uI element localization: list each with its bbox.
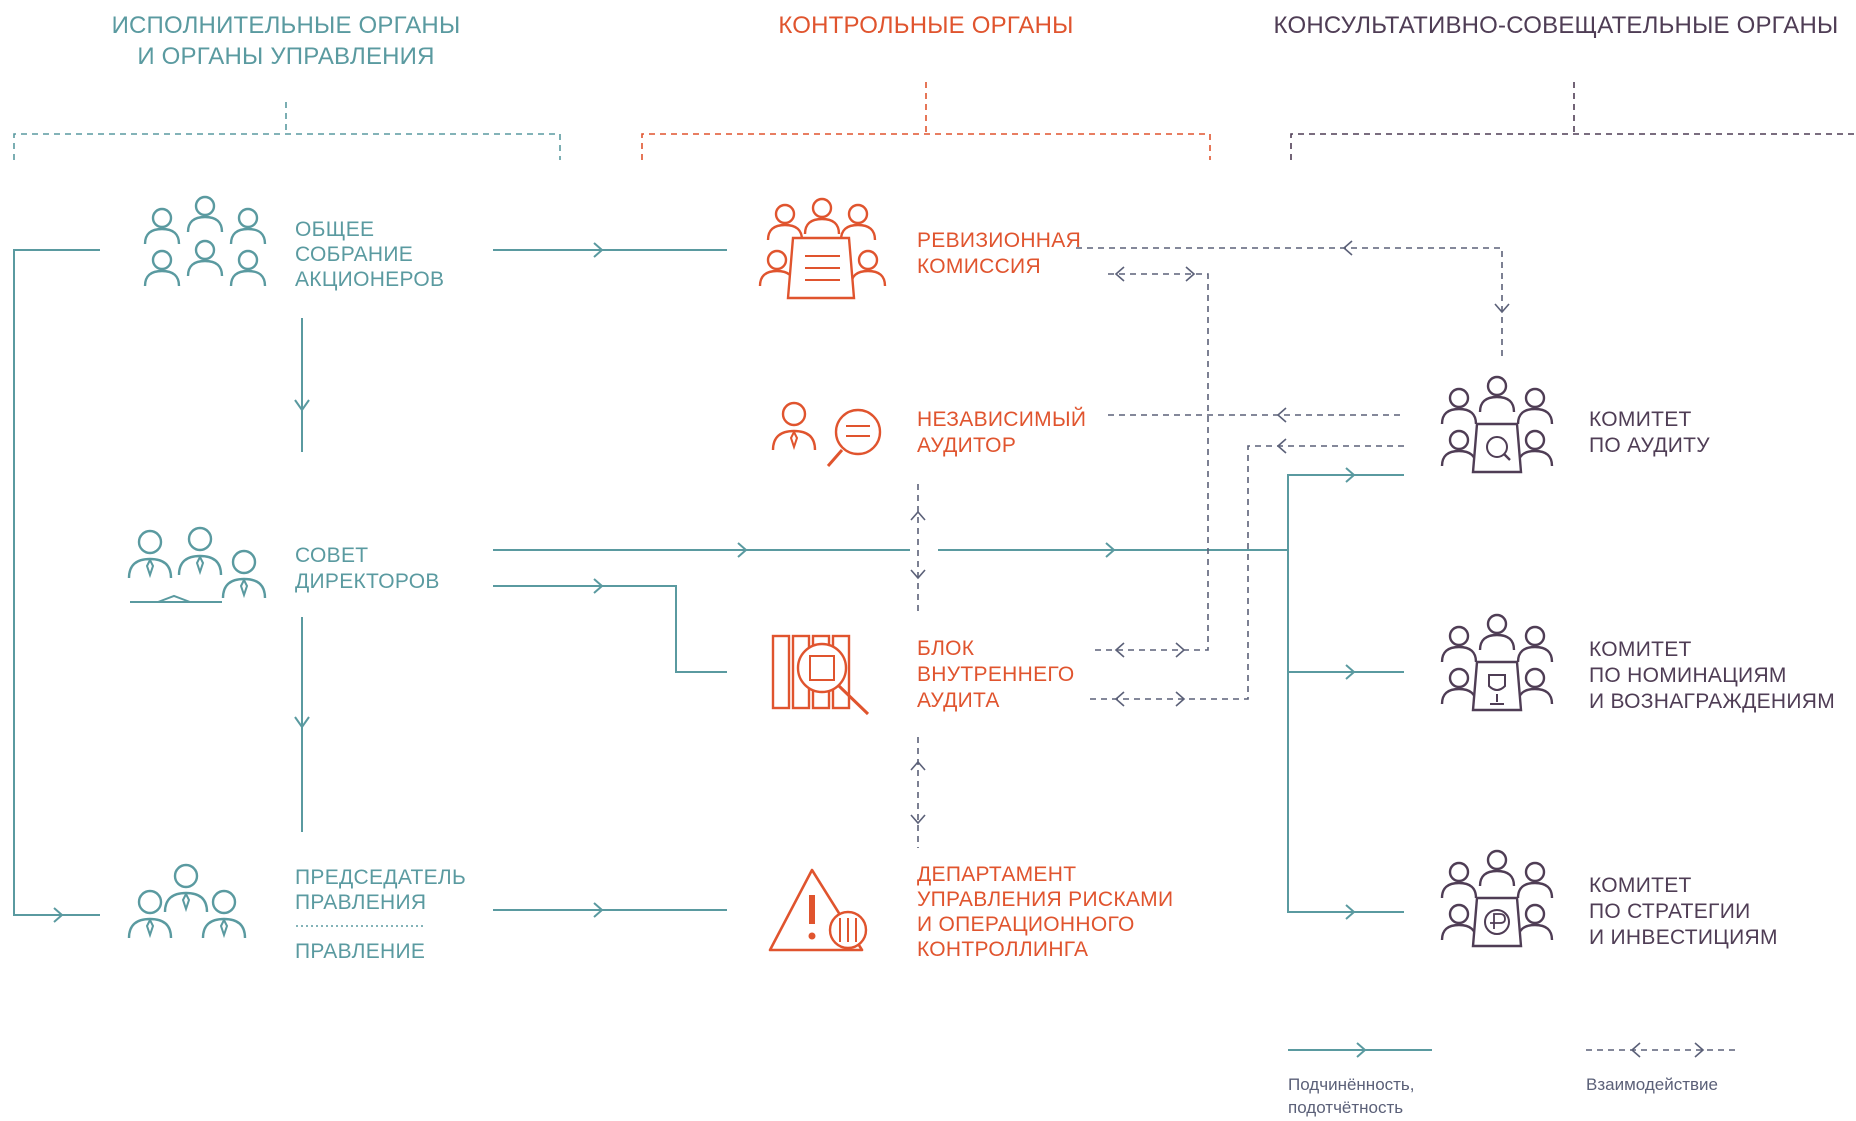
nomination-committee-line3: И ВОЗНАГРАЖДЕНИЯМ bbox=[1589, 690, 1835, 713]
general-meeting-line3: АКЦИОНЕРОВ bbox=[295, 268, 444, 291]
internal-audit-line1: БЛОК bbox=[917, 637, 975, 660]
committee-trophy-icon bbox=[1442, 615, 1552, 710]
legend-interaction-label: Взаимодействие bbox=[1586, 1075, 1718, 1094]
subordination-arrowheads bbox=[53, 242, 1356, 923]
nomination-committee-line2: ПО НОМИНАЦИЯМ bbox=[1589, 664, 1787, 687]
management-label: ПРАВЛЕНИЕ bbox=[295, 940, 425, 963]
node-auditor: НЕЗАВИСИМЫЙ АУДИТОР bbox=[917, 407, 1086, 457]
header-executive: ИСПОЛНИТЕЛЬНЫЕ ОРГАНЫ И ОРГАНЫ УПРАВЛЕНИ… bbox=[112, 12, 461, 70]
internal-audit-line3: АУДИТА bbox=[917, 689, 1000, 712]
bracket-control bbox=[641, 82, 1211, 160]
legend-subordination: Подчинённость, подотчётность bbox=[1288, 1042, 1432, 1117]
legend-interaction: Взаимодействие bbox=[1586, 1042, 1740, 1094]
audit-committee-line1: КОМИТЕТ bbox=[1589, 408, 1692, 431]
strategy-committee-line1: КОМИТЕТ bbox=[1589, 874, 1692, 897]
binders-with-magnifier-icon bbox=[771, 634, 870, 716]
group-of-people-icon bbox=[143, 195, 267, 288]
node-strategy-committee: КОМИТЕТ ПО СТРАТЕГИИ И ИНВЕСТИЦИЯМ bbox=[1589, 874, 1778, 949]
commission-at-table-icon bbox=[758, 197, 887, 300]
node-board: СОВЕТ ДИРЕКТОРОВ bbox=[295, 544, 440, 593]
risk-dept-line4: КОНТРОЛЛИНГА bbox=[917, 938, 1088, 961]
bracket-advisory bbox=[1290, 82, 1856, 160]
risk-dept-line1: ДЕПАРТАМЕНТ bbox=[917, 863, 1076, 886]
bracket-executive bbox=[13, 102, 561, 160]
auditor-line2: АУДИТОР bbox=[917, 434, 1016, 457]
chairman-with-team-icon bbox=[127, 863, 247, 940]
node-chairman: ПРЕДСЕДАТЕЛЬ ПРАВЛЕНИЯ ПРАВЛЕНИЕ bbox=[295, 866, 466, 963]
audit-committee-line2: ПО АУДИТУ bbox=[1589, 434, 1710, 457]
strategy-committee-line2: ПО СТРАТЕГИИ bbox=[1589, 900, 1751, 923]
board-members-icon bbox=[127, 526, 267, 603]
interaction-arrowheads bbox=[910, 240, 1510, 825]
board-line2: ДИРЕКТОРОВ bbox=[295, 570, 440, 593]
board-line1: СОВЕТ bbox=[295, 544, 368, 567]
risk-dept-line2: УПРАВЛЕНИЯ РИСКАМИ bbox=[917, 888, 1173, 911]
revision-line2: КОМИССИЯ bbox=[917, 255, 1041, 278]
strategy-committee-line3: И ИНВЕСТИЦИЯМ bbox=[1589, 926, 1778, 949]
node-general-meeting: ОБЩЕЕ СОБРАНИЕ АКЦИОНЕРОВ bbox=[295, 218, 444, 291]
nomination-committee-line1: КОМИТЕТ bbox=[1589, 638, 1692, 661]
warning-triangle-with-controls-icon bbox=[768, 868, 868, 952]
header-brackets bbox=[13, 82, 1856, 160]
interaction-lines bbox=[917, 247, 1503, 848]
header-executive-line2: И ОРГАНЫ УПРАВЛЕНИЯ bbox=[137, 43, 434, 70]
chairman-line2: ПРАВЛЕНИЯ bbox=[295, 891, 426, 914]
committee-ruble-icon bbox=[1442, 851, 1552, 946]
general-meeting-line1: ОБЩЕЕ bbox=[295, 218, 374, 241]
risk-dept-line3: И ОПЕРАЦИОННОГО bbox=[917, 913, 1135, 936]
auditor-line1: НЕЗАВИСИМЫЙ bbox=[917, 407, 1086, 431]
auditor-with-magnifier-icon bbox=[771, 401, 882, 467]
node-audit-committee: КОМИТЕТ ПО АУДИТУ bbox=[1589, 408, 1710, 457]
legend-dashed-arrows bbox=[1630, 1042, 1705, 1058]
committee-audit-icon bbox=[1442, 377, 1552, 472]
legend-solid-arrow bbox=[1356, 1042, 1367, 1058]
node-risk-dept: ДЕПАРТАМЕНТ УПРАВЛЕНИЯ РИСКАМИ И ОПЕРАЦИ… bbox=[917, 863, 1173, 961]
legend-subordination-line2: подотчётность bbox=[1288, 1098, 1403, 1117]
node-revision: РЕВИЗИОННАЯ КОМИССИЯ bbox=[917, 229, 1081, 278]
legend-subordination-line1: Подчинённость, bbox=[1288, 1075, 1415, 1094]
header-advisory: КОНСУЛЬТАТИВНО-СОВЕЩАТЕЛЬНЫЕ ОРГАНЫ bbox=[1274, 12, 1839, 39]
node-nomination-committee: КОМИТЕТ ПО НОМИНАЦИЯМ И ВОЗНАГРАЖДЕНИЯМ bbox=[1589, 638, 1835, 713]
node-internal-audit: БЛОК ВНУТРЕННЕГО АУДИТА bbox=[917, 637, 1075, 712]
revision-line1: РЕВИЗИОННАЯ bbox=[917, 229, 1081, 252]
legend: Подчинённость, подотчётность Взаимодейст… bbox=[1288, 1042, 1740, 1117]
header-control: КОНТРОЛЬНЫЕ ОРГАНЫ bbox=[778, 12, 1073, 39]
internal-audit-line2: ВНУТРЕННЕГО bbox=[917, 663, 1075, 686]
chairman-line1: ПРЕДСЕДАТЕЛЬ bbox=[295, 866, 466, 889]
general-meeting-line2: СОБРАНИЕ bbox=[295, 243, 413, 266]
subordination-lines bbox=[13, 249, 1404, 916]
header-executive-line1: ИСПОЛНИТЕЛЬНЫЕ ОРГАНЫ bbox=[112, 12, 461, 39]
